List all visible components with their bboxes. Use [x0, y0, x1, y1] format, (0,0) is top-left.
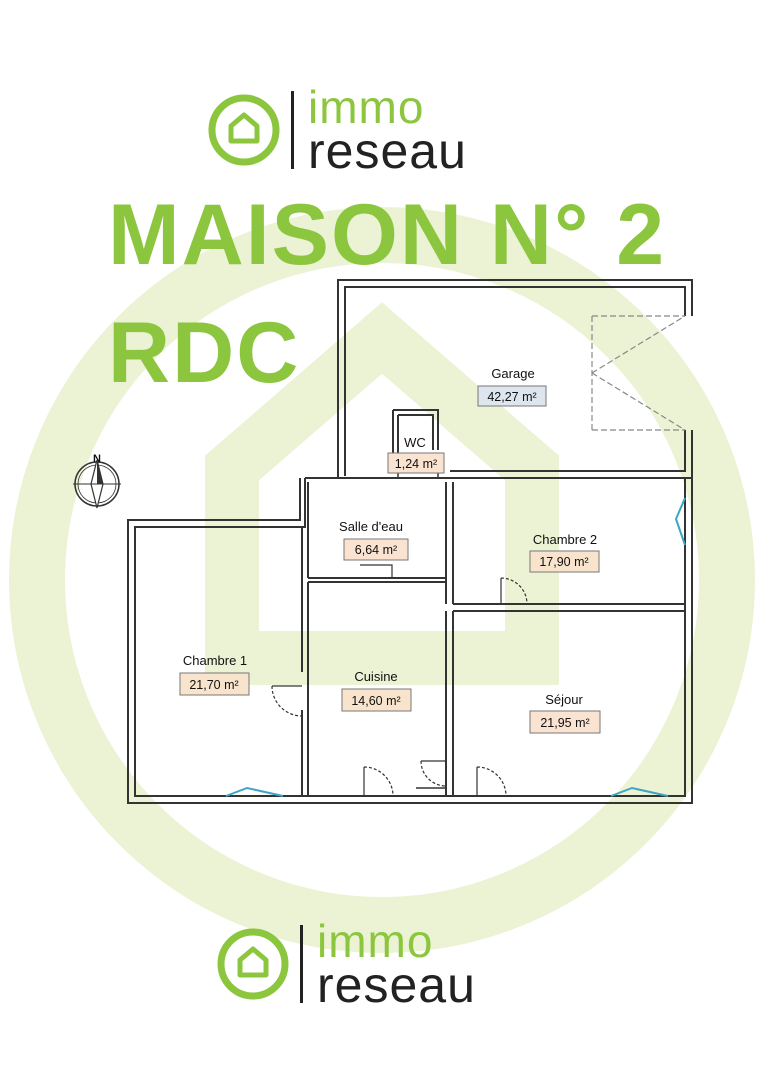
area-value: 6,64 m²	[355, 543, 397, 557]
brand-word-reseau: reseau	[317, 957, 476, 1014]
area-value: 21,95 m²	[540, 716, 589, 730]
brand-logo-bottom: immo reseau	[216, 915, 476, 1014]
room-name: Chambre 1	[183, 653, 247, 668]
house-in-circle-icon	[217, 928, 289, 1000]
house-in-circle-icon	[208, 94, 280, 166]
room-chambre-1: Chambre 1 21,70 m²	[179, 653, 250, 696]
room-cuisine: Cuisine 14,60 m²	[341, 669, 412, 712]
area-box	[387, 452, 445, 474]
logo-divider	[300, 925, 303, 1004]
area-box	[529, 710, 601, 734]
room-name: Salle d'eau	[339, 519, 403, 534]
brand-word-reseau: reseau	[308, 123, 467, 180]
compass-north-label: N	[93, 453, 101, 465]
page-title: MAISON N° 2	[108, 187, 667, 283]
room-garage: Garage 42,27 m²	[477, 366, 547, 407]
room-chambre-2: Chambre 2 17,90 m²	[529, 532, 600, 573]
area-value: 42,27 m²	[487, 390, 536, 404]
brand-word-immo: immo	[317, 915, 434, 967]
room-sejour: Séjour 21,95 m²	[529, 692, 601, 734]
area-box	[343, 538, 409, 561]
room-name: Garage	[491, 366, 534, 381]
area-value: 21,70 m²	[189, 678, 238, 692]
room-name: Chambre 2	[533, 532, 597, 547]
room-salle-deau: Salle d'eau 6,64 m²	[339, 519, 409, 561]
room-wc: WC 1,24 m²	[387, 435, 445, 474]
area-box	[341, 688, 412, 712]
room-name: Cuisine	[354, 669, 397, 684]
area-box	[179, 672, 250, 696]
compass-rose-icon: N	[73, 453, 121, 509]
room-name: WC	[404, 435, 426, 450]
level-title: RDC	[108, 305, 301, 401]
area-box	[477, 385, 547, 407]
room-name: Séjour	[545, 692, 583, 707]
brand-word-immo: immo	[308, 81, 425, 133]
brand-logo-top: immo reseau	[207, 81, 467, 180]
area-value: 1,24 m²	[395, 457, 437, 471]
area-value: 14,60 m²	[351, 694, 400, 708]
area-value: 17,90 m²	[539, 555, 588, 569]
logo-divider	[291, 91, 294, 170]
area-box	[529, 550, 600, 573]
